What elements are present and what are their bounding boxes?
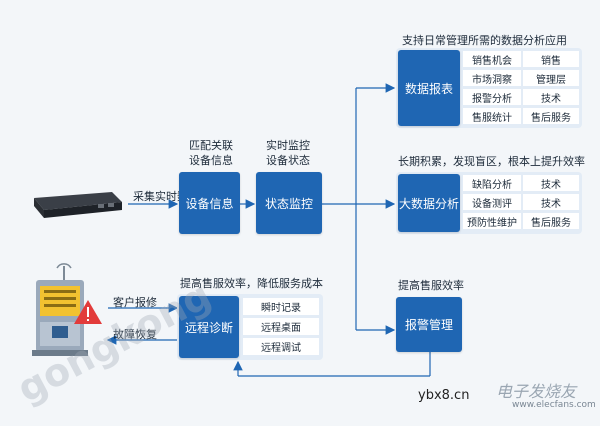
device-info-caption-2: 设备信息 xyxy=(189,154,233,167)
bigdata-row-3-role: 售后服务 xyxy=(523,213,579,229)
report-row-2-item: 市场洞察 xyxy=(463,70,521,86)
alarm-box: 报警管理 xyxy=(396,297,462,352)
bigdata-row-1-item: 缺陷分析 xyxy=(463,175,521,191)
report-row-3-item: 报警分析 xyxy=(463,89,521,105)
bigdata-row-1-role: 技术 xyxy=(523,175,579,191)
remote-caption: 提高售服效率，降低服务成本 xyxy=(180,277,323,290)
fault-recovery-label: 故障恢复 xyxy=(113,328,157,341)
watermark-brand-url: www.elecfans.com xyxy=(512,400,596,410)
watermark-brand: 电子发烧友 xyxy=(496,382,577,401)
report-row-4-role: 售后服务 xyxy=(523,108,579,124)
watermark-site: ybx8.cn xyxy=(418,388,470,403)
remote-row-2: 远程桌面 xyxy=(243,318,319,335)
gateway-device-icon xyxy=(28,188,124,218)
report-row-1-item: 销售机会 xyxy=(463,51,521,67)
report-row-2-role: 管理层 xyxy=(523,70,579,86)
bigdata-row-2-item: 设备测评 xyxy=(463,194,521,210)
customer-report-label: 客户报修 xyxy=(113,296,157,309)
report-box: 数据报表 xyxy=(398,50,460,126)
remote-row-1: 瞬时记录 xyxy=(243,298,319,315)
status-caption-1: 实时监控 xyxy=(266,139,310,152)
report-row-1-role: 销售 xyxy=(523,51,579,67)
bigdata-row-2-role: 技术 xyxy=(523,194,579,210)
remote-row-3: 远程调试 xyxy=(243,338,319,355)
alarm-caption: 提高售服效率 xyxy=(398,279,464,292)
remote-box: 远程诊断 xyxy=(179,296,239,358)
bigdata-box: 大数据分析 xyxy=(398,174,460,232)
report-caption: 支持日常管理所需的数据分析应用 xyxy=(402,34,567,47)
report-row-4-item: 售服统计 xyxy=(463,108,521,124)
bigdata-row-3-item: 预防性维护 xyxy=(463,213,521,229)
device-info-caption-1: 匹配关联 xyxy=(189,139,233,152)
device-info-box: 设备信息 xyxy=(179,172,240,234)
report-row-3-role: 技术 xyxy=(523,89,579,105)
status-box: 状态监控 xyxy=(256,172,322,234)
bigdata-caption: 长期积累，发现盲区，根本上提升效率 xyxy=(398,155,585,168)
status-caption-2: 设备状态 xyxy=(266,154,310,167)
machine-warning-icon xyxy=(24,262,108,360)
